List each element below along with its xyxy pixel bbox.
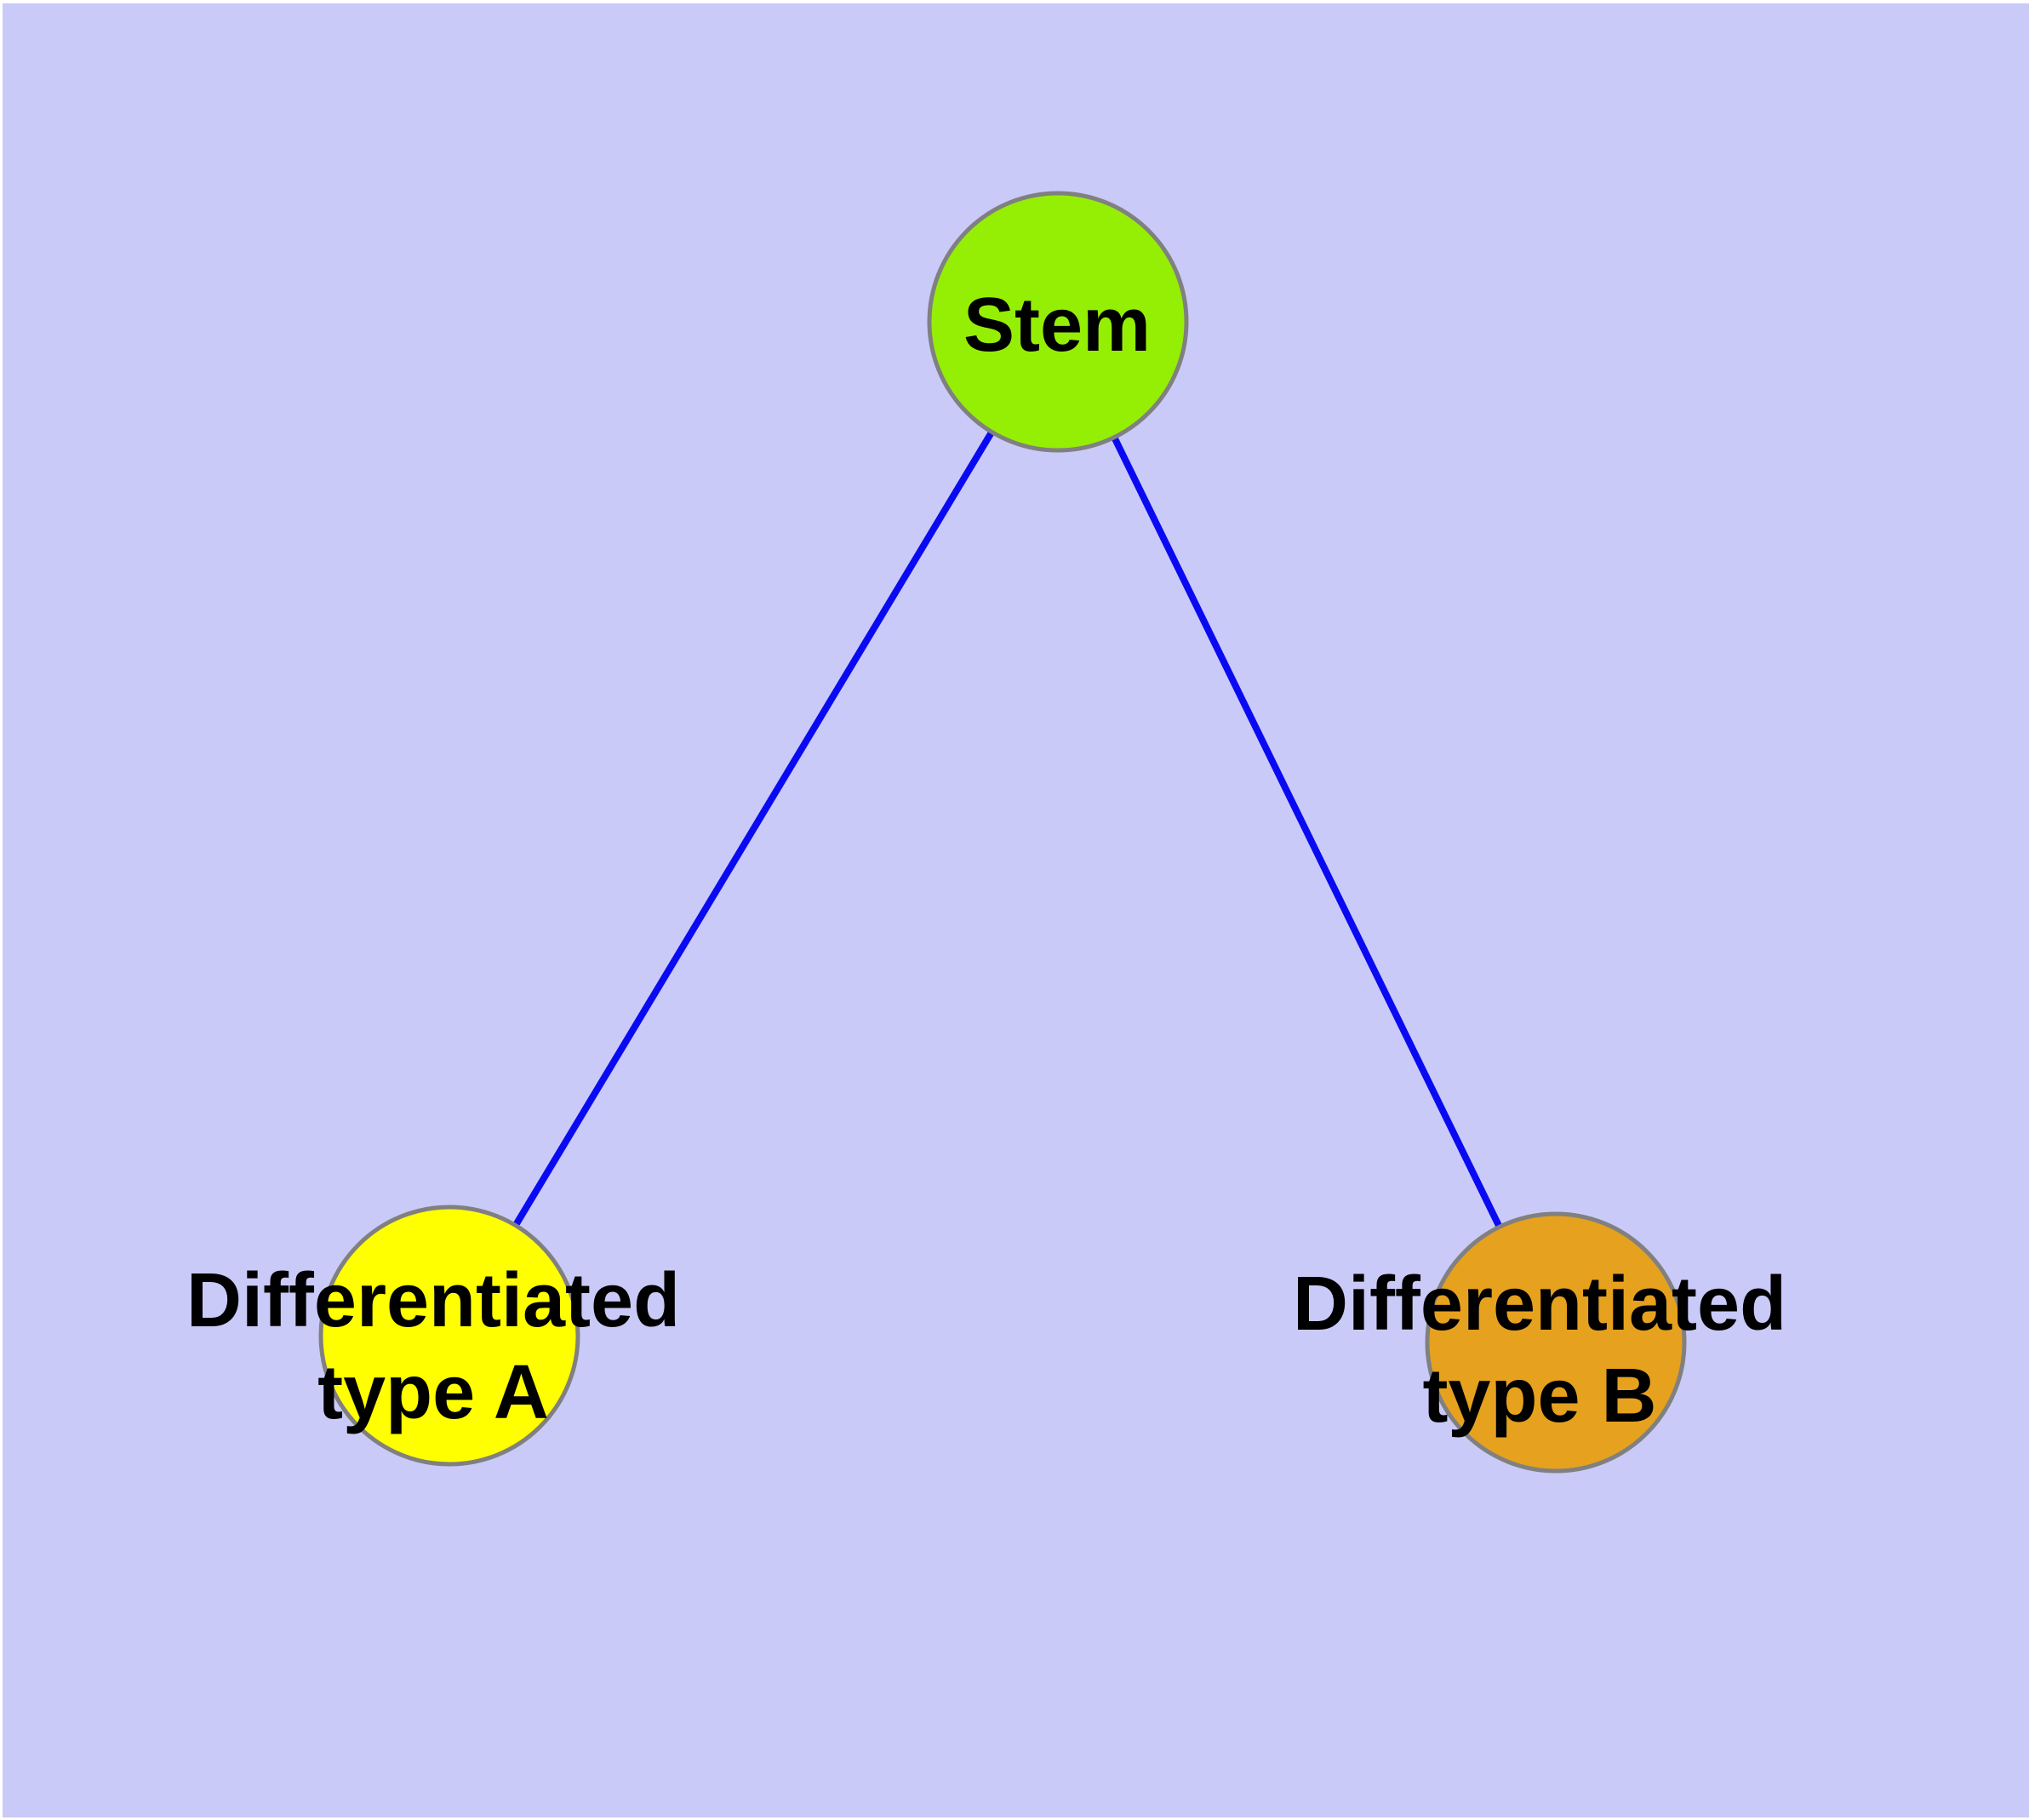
edge-stem-to-type-b <box>1055 320 1559 1344</box>
node-stem-label-line-1: Stem <box>963 283 1152 368</box>
edge-stem-to-type-a <box>446 319 1061 1338</box>
node-type-a-circle <box>318 1205 580 1467</box>
node-type-b-circle <box>1425 1211 1687 1474</box>
diagram-canvas: Stem Differentiated type A Differentiate… <box>3 3 2029 1817</box>
node-type-a-label: Differentiated type A <box>186 1255 680 1439</box>
node-type-b-label: Differentiated type B <box>1293 1258 1786 1442</box>
node-stem-circle <box>927 191 1189 453</box>
graph-svg <box>318 191 1687 1474</box>
node-type-a-label-line-1: Differentiated <box>186 1258 681 1343</box>
node-type-b-label-line-1: Differentiated <box>1292 1262 1787 1347</box>
node-stem-label: Stem <box>963 279 1151 371</box>
node-type-a-label-line-2: type A <box>317 1350 549 1435</box>
node-type-b-label-line-2: type B <box>1422 1354 1657 1439</box>
